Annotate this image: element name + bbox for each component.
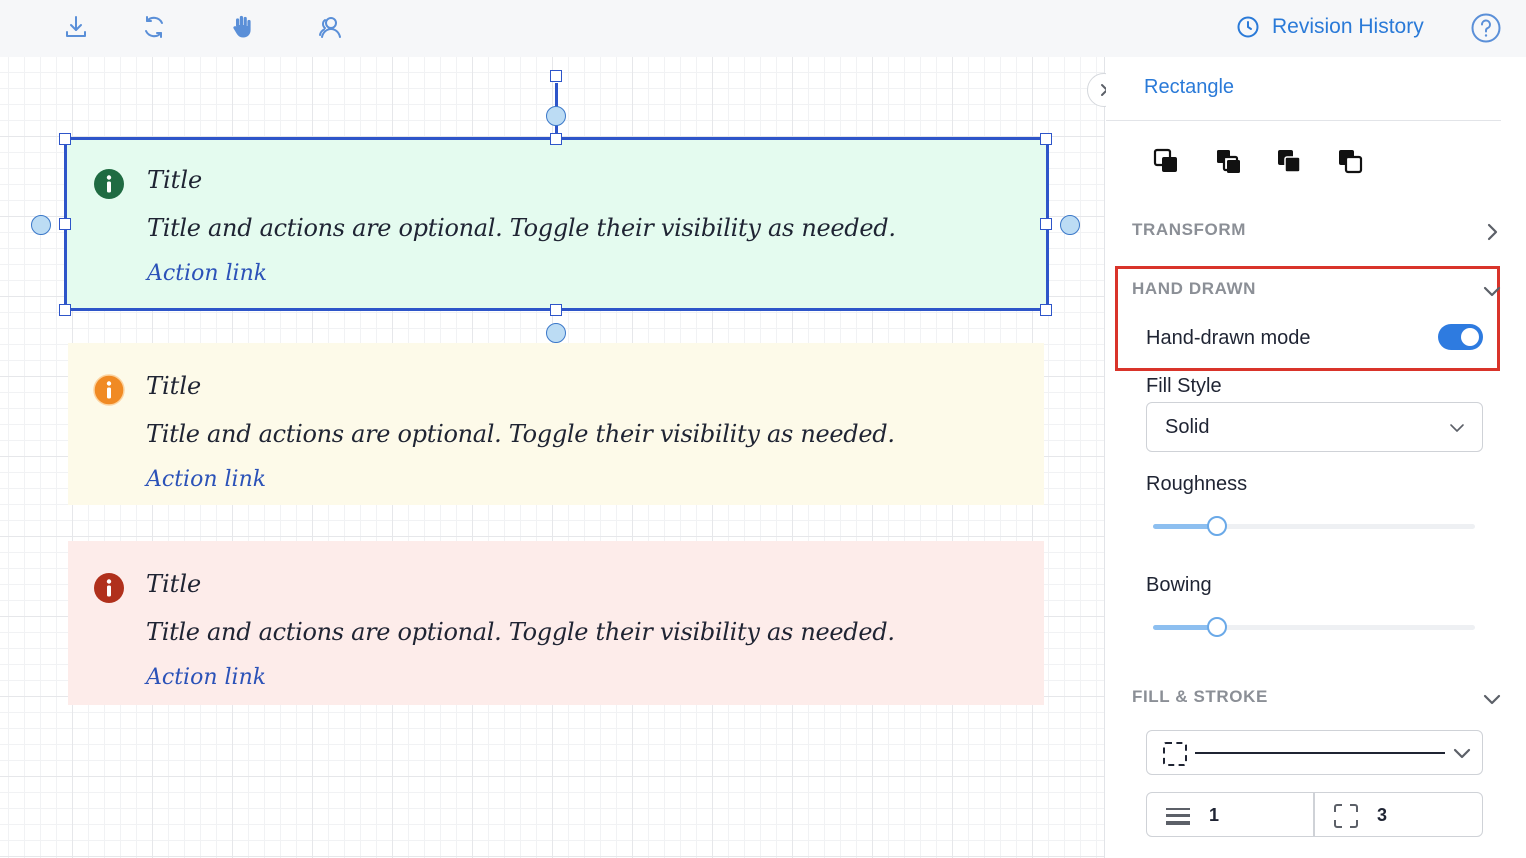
highlight-box — [1115, 266, 1500, 371]
shape-name-link[interactable]: Rectangle — [1144, 76, 1235, 98]
bowing-slider[interactable] — [1153, 615, 1475, 639]
stroke-width-value: 1 — [1209, 805, 1220, 825]
action-link[interactable]: Action link — [146, 665, 267, 690]
alert-card-warning[interactable]: Title Title and actions are optional. To… — [68, 343, 1044, 505]
info-icon — [93, 374, 125, 406]
resize-handle-left[interactable] — [59, 218, 71, 230]
chevron-down-icon — [1453, 748, 1471, 759]
diagram-canvas[interactable]: Title Title and actions are optional. To… — [0, 57, 1105, 858]
refresh-icon[interactable] — [136, 10, 172, 44]
transform-section-header[interactable]: TRANSFORM — [1132, 220, 1246, 239]
clock-icon — [1237, 16, 1259, 38]
bring-to-front-icon[interactable] — [1152, 147, 1182, 177]
properties-panel: Rectangle TRANSFORM HAND DRAWN Hand-draw… — [1106, 57, 1526, 858]
send-to-back-icon[interactable] — [1336, 147, 1366, 177]
connector-handle-top[interactable] — [546, 106, 566, 126]
revision-history-button[interactable]: Revision History — [1236, 12, 1424, 42]
resize-handle-bottom-right[interactable] — [1040, 304, 1052, 316]
action-link[interactable]: Action link — [147, 261, 268, 286]
info-icon — [94, 573, 124, 603]
slider-fill — [1153, 625, 1218, 630]
hand-drawn-mode-label: Hand-drawn mode — [1146, 327, 1311, 349]
send-backward-icon[interactable] — [1275, 147, 1305, 177]
chevron-right-icon[interactable] — [1482, 222, 1502, 242]
toolbar: Revision History — [0, 0, 1526, 57]
card-title: Title — [147, 166, 203, 194]
connector-handle-left[interactable] — [31, 215, 51, 235]
connector-handle-right[interactable] — [1060, 215, 1080, 235]
alert-card-error[interactable]: Title Title and actions are optional. To… — [68, 541, 1044, 705]
hand-drawn-mode-toggle[interactable] — [1438, 324, 1483, 350]
resize-handle-top-right[interactable] — [1040, 133, 1052, 145]
corner-radius-field[interactable]: 3 — [1314, 792, 1483, 837]
hand-drawn-section-header[interactable]: HAND DRAWN — [1132, 279, 1257, 298]
card-title: Title — [146, 570, 202, 598]
help-icon[interactable] — [1470, 12, 1502, 44]
stroke-line-preview — [1195, 752, 1445, 754]
alert-card-success[interactable]: Title Title and actions are optional. To… — [64, 137, 1049, 311]
slider-thumb[interactable] — [1207, 516, 1228, 536]
stroke-width-field[interactable]: 1 — [1146, 792, 1314, 837]
action-link[interactable]: Action link — [146, 467, 267, 492]
rotation-handle[interactable] — [550, 70, 562, 82]
dashed-square-icon — [1163, 742, 1187, 766]
fill-stroke-section-header[interactable]: FILL & STROKE — [1132, 687, 1268, 706]
card-title: Title — [146, 372, 202, 400]
download-icon[interactable] — [58, 10, 94, 44]
hand-icon[interactable] — [224, 10, 260, 44]
bowing-label: Bowing — [1146, 574, 1212, 596]
info-icon — [94, 169, 124, 199]
connector-handle-bottom[interactable] — [546, 323, 566, 343]
chevron-down-icon — [1450, 424, 1464, 432]
fill-style-value: Solid — [1165, 416, 1210, 438]
panel-divider — [1106, 120, 1501, 121]
slider-track — [1153, 625, 1475, 630]
chevron-down-icon[interactable] — [1482, 281, 1502, 301]
corner-radius-value: 3 — [1377, 805, 1388, 825]
corner-radius-icon — [1334, 804, 1358, 828]
roughness-label: Roughness — [1146, 473, 1248, 495]
resize-handle-bottom[interactable] — [550, 304, 562, 316]
card-body: Title and actions are optional. Toggle t… — [146, 420, 895, 448]
fill-style-label: Fill Style — [1146, 375, 1222, 397]
roughness-slider[interactable] — [1153, 514, 1475, 538]
users-icon[interactable] — [312, 10, 348, 44]
line-weight-icon — [1166, 808, 1190, 825]
fill-style-select[interactable]: Solid — [1146, 402, 1483, 452]
chevron-down-icon[interactable] — [1482, 689, 1502, 709]
revision-history-label: Revision History — [1272, 15, 1424, 38]
slider-track — [1153, 524, 1475, 529]
resize-handle-bottom-left[interactable] — [59, 304, 71, 316]
resize-handle-right[interactable] — [1040, 218, 1052, 230]
slider-fill — [1153, 524, 1218, 529]
resize-handle-top[interactable] — [550, 133, 562, 145]
resize-handle-top-left[interactable] — [59, 133, 71, 145]
slider-thumb[interactable] — [1207, 617, 1228, 637]
bring-forward-icon[interactable] — [1214, 147, 1244, 177]
card-body: Title and actions are optional. Toggle t… — [146, 618, 895, 646]
card-body: Title and actions are optional. Toggle t… — [147, 214, 896, 242]
stroke-style-select[interactable] — [1146, 730, 1483, 775]
